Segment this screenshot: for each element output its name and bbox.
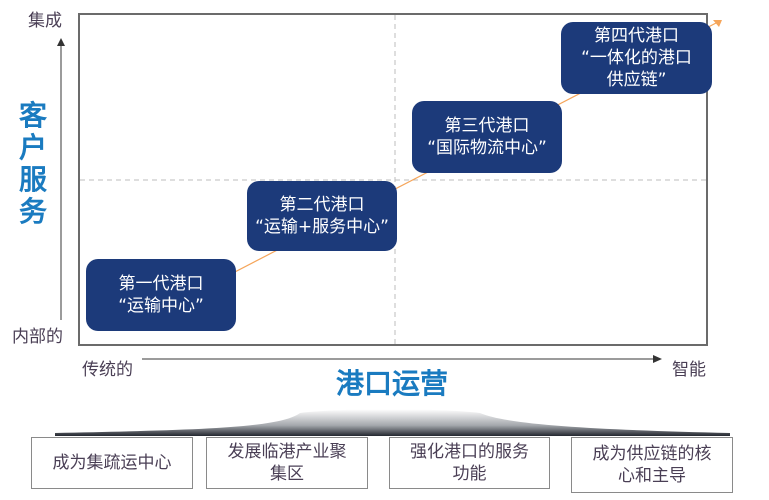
goal-box-4: 成为供应链的核 心和主导	[571, 437, 733, 493]
goal-3-line1: 强化港口的服务	[410, 442, 529, 462]
goal-4-line1: 成为供应链的核	[592, 444, 712, 464]
goal-1-text: 成为集疏运中心	[52, 453, 172, 473]
stage-4-name: 第四代港口	[594, 26, 679, 46]
y-axis-top-label: 集成	[28, 11, 62, 31]
x-axis-right-label: 智能	[672, 360, 706, 380]
goal-3-line2: 功能	[452, 464, 487, 484]
goal-box-2: 发展临港产业聚 集区	[206, 437, 368, 489]
stage-1-box: 第一代港口 “运输中心”	[86, 259, 236, 331]
goal-4-line2: 心和主导	[618, 466, 686, 486]
matrix-frame	[78, 13, 708, 346]
y-axis-title-text: 客户服务	[18, 99, 47, 228]
goal-2-line1: 发展临港产业聚	[227, 442, 347, 462]
stage-3-name: 第三代港口	[444, 116, 530, 136]
stage-4-box: 第四代港口 “一体化的港口 供应链”	[561, 22, 712, 94]
stage-4-desc-line1: “一体化的港口	[581, 48, 692, 68]
stage-1-name: 第一代港口	[118, 274, 204, 294]
stage-3-desc: “国际物流中心”	[427, 138, 547, 158]
progress-arrowhead	[713, 20, 722, 27]
stage-2-name: 第二代港口	[279, 195, 365, 215]
y-axis-bottom-label: 内部的	[12, 327, 63, 347]
stage-2-box: 第二代港口 “运输+服务中心”	[247, 181, 397, 251]
x-axis-title: 港口运营	[336, 367, 449, 400]
goal-2-line2: 集区	[270, 464, 304, 484]
bracket-shape	[55, 409, 730, 436]
goal-box-1: 成为集疏运中心	[31, 437, 193, 489]
y-axis-title: 客户服务	[16, 100, 50, 228]
stage-1-desc: “运输中心”	[118, 296, 204, 316]
stage-3-box: 第三代港口 “国际物流中心”	[412, 101, 562, 173]
x-axis-left-label: 传统的	[82, 360, 133, 380]
stage-4-desc-line2: 供应链”	[606, 70, 667, 90]
goal-box-3: 强化港口的服务 功能	[389, 437, 550, 489]
y-axis-arrow	[57, 38, 65, 320]
stage-2-desc: “运输+服务中心”	[255, 217, 389, 237]
x-axis-arrow	[142, 355, 662, 363]
